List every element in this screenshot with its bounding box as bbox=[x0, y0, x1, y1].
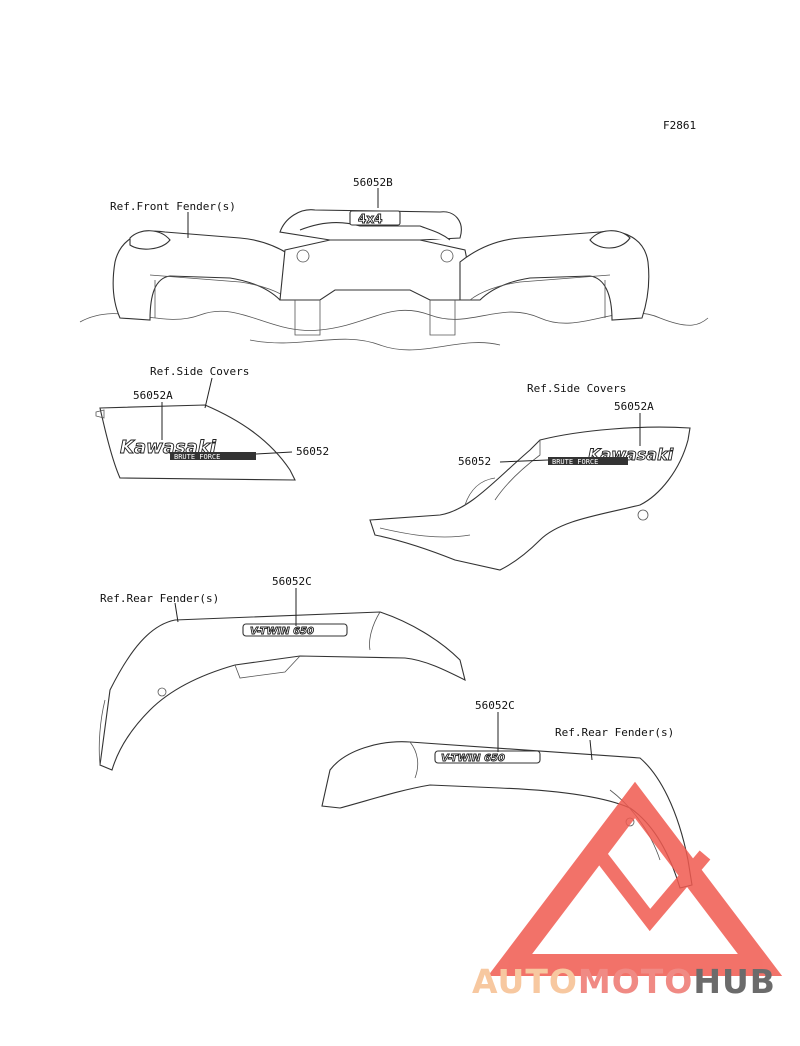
badge-4x4: 4x4 bbox=[358, 212, 382, 226]
upper-rear-fender-illustration: V-TWIN 650 bbox=[98, 611, 466, 771]
part-56052A-left: 56052A bbox=[133, 389, 173, 402]
side-covers-ref-right: Ref.Side Covers bbox=[527, 382, 626, 395]
rear-fender-ref-right: Ref.Rear Fender(s) bbox=[555, 726, 674, 739]
side-covers-ref-left: Ref.Side Covers bbox=[150, 365, 249, 378]
part-56052C-lower: 56052C bbox=[475, 699, 515, 712]
left-model-decal: BRUTE FORCE bbox=[174, 453, 220, 461]
watermark-text: AUTOMOTOHUB bbox=[472, 962, 776, 1001]
figure-code: F2861 bbox=[663, 119, 696, 132]
left-side-cover-illustration: Kawasaki BRUTE FORCE bbox=[95, 404, 296, 481]
watermark-auto: AUTO bbox=[472, 962, 578, 1001]
watermark-hub: HUB bbox=[693, 962, 776, 1001]
rear-decal-upper: V-TWIN 650 bbox=[250, 626, 314, 637]
watermark-logo-icon bbox=[487, 781, 783, 976]
lower-rear-fender-illustration: V-TWIN 650 bbox=[321, 741, 693, 889]
right-side-cover-illustration: Kawasaki BRUTE FORCE bbox=[369, 426, 691, 571]
part-56052-right: 56052 bbox=[458, 455, 491, 468]
watermark-moto: MOTO bbox=[577, 962, 694, 1001]
part-56052A-right: 56052A bbox=[614, 400, 654, 413]
part-56052B: 56052B bbox=[353, 176, 393, 189]
front-fender-illustration: 4x4 bbox=[79, 209, 709, 351]
rear-fender-ref-left: Ref.Rear Fender(s) bbox=[100, 592, 219, 605]
rear-decal-lower: V-TWIN 650 bbox=[441, 753, 505, 764]
front-fender-ref: Ref.Front Fender(s) bbox=[110, 200, 236, 213]
part-56052-left: 56052 bbox=[296, 445, 329, 458]
part-56052C-upper: 56052C bbox=[272, 575, 312, 588]
right-model-decal: BRUTE FORCE bbox=[552, 458, 598, 466]
